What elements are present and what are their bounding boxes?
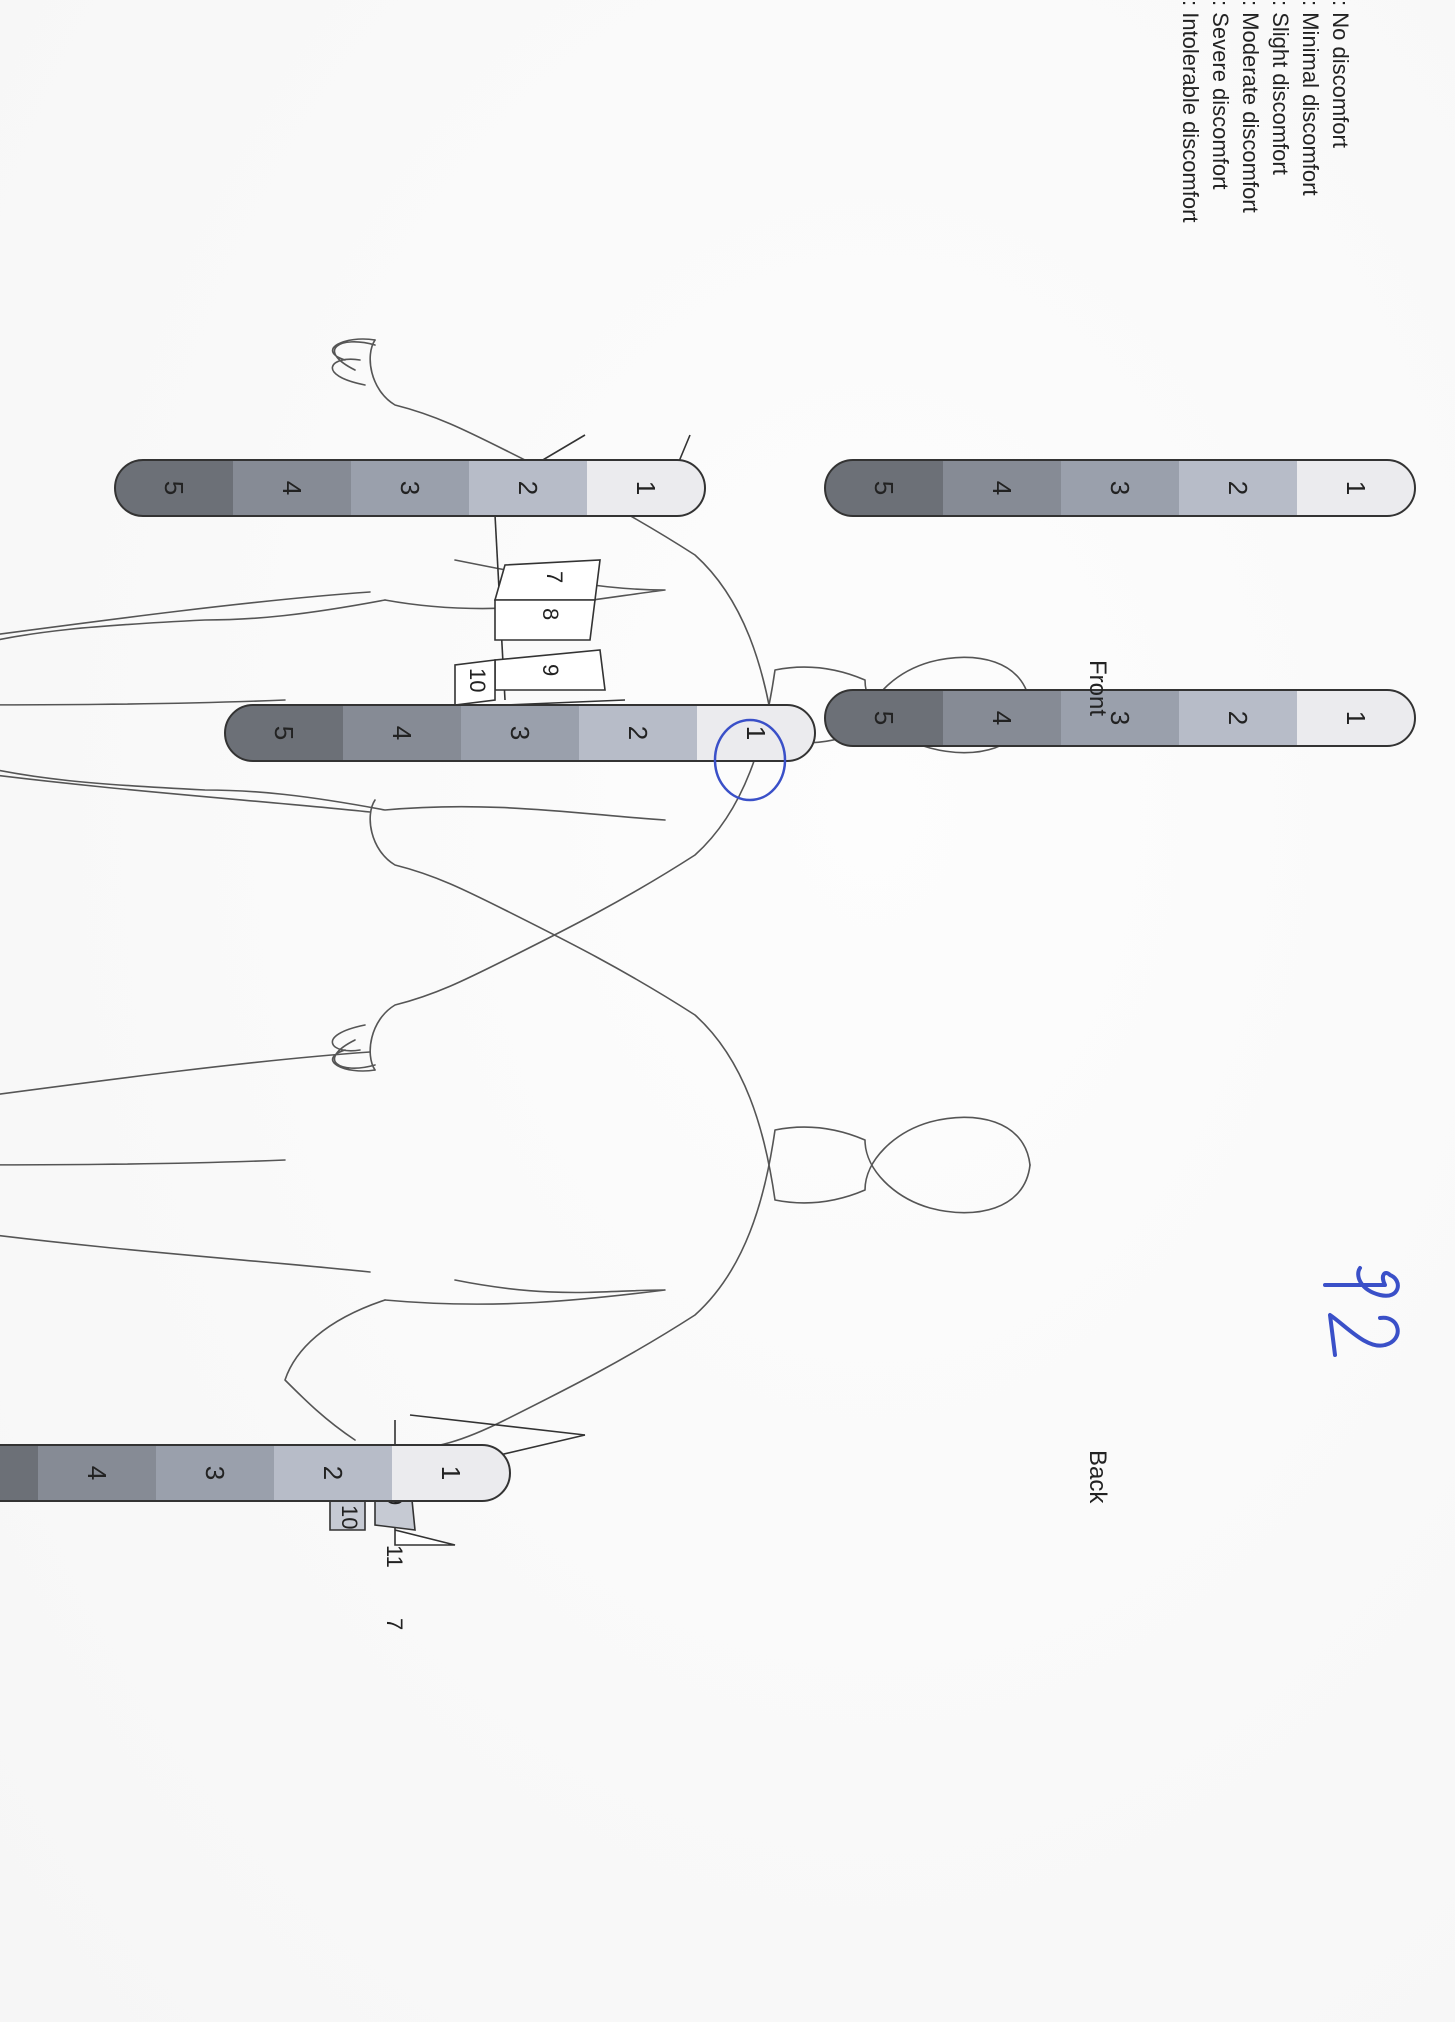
front-scale-b-number-1: 1 [1341,481,1371,495]
front-region-label-8: 8 [538,608,563,620]
front-scale-c-number-1: 1 [741,726,771,740]
front-scale-d[interactable]: 1 2 3 4 5 [115,460,705,516]
handwritten-id-mark [1325,1268,1398,1355]
front-scale-b-number-3: 3 [1105,481,1135,495]
back-label: Back [1084,1450,1111,1504]
back-scale-segment-5[interactable] [0,1445,38,1501]
back-scale-number-3: 3 [200,1466,230,1480]
front-scale-a-number-4: 4 [987,711,1017,725]
legend-item-4: : Moderate discomfort [1238,0,1263,213]
front-scale-b-number-4: 4 [987,481,1017,495]
front-scale-d-number-2: 2 [513,481,543,495]
legend-item-1: : No discomfort [1328,0,1353,148]
back-region-label-10: 10 [337,1505,362,1529]
front-scale-a-number-1: 1 [1341,711,1371,725]
front-scale-c[interactable]: 1 2 3 4 5 [225,705,815,761]
back-scale-number-4: 4 [82,1466,112,1480]
front-scale-d-number-3: 3 [395,481,425,495]
front-region-label-10: 10 [465,668,490,692]
legend-item-6: : Intolerable discomfort [1178,0,1203,223]
front-scale-b-number-2: 2 [1223,481,1253,495]
front-scale-c-number-5: 5 [269,726,299,740]
back-region-label-11: 11 [382,1545,407,1568]
back-body-outline [0,800,1030,1450]
front-scale-a-number-2: 2 [1223,711,1253,725]
legend: : No discomfort : Minimal discomfort : S… [1178,0,1353,223]
legend-item-3: : Slight discomfort [1268,0,1293,175]
discomfort-scales: 1234512345123451234512345 [0,460,1415,1501]
front-scale-c-number-3: 3 [505,726,535,740]
legend-item-5: : Severe discomfort [1208,0,1233,190]
front-scale-c-number-2: 2 [623,726,653,740]
front-scale-d-number-5: 5 [159,481,189,495]
legend-item-2: : Minimal discomfort [1298,0,1323,196]
front-scale-a-number-5: 5 [869,711,899,725]
front-scale-b[interactable]: 1 2 3 4 5 [825,460,1415,516]
back-scale-number-1: 1 [436,1466,466,1480]
front-scale-d-number-1: 1 [631,481,661,495]
front-scale-b-number-5: 5 [869,481,899,495]
front-region-boxes: 7 8 9 10 [455,560,605,705]
back-region-label-7: 7 [382,1618,407,1630]
front-region-label-7: 7 [542,571,567,583]
front-scale-d-number-4: 4 [277,481,307,495]
front-region-label-9: 9 [538,664,563,676]
front-scale-c-number-4: 4 [387,726,417,740]
back-scale-number-2: 2 [318,1466,348,1480]
front-label: Front [1084,660,1111,716]
